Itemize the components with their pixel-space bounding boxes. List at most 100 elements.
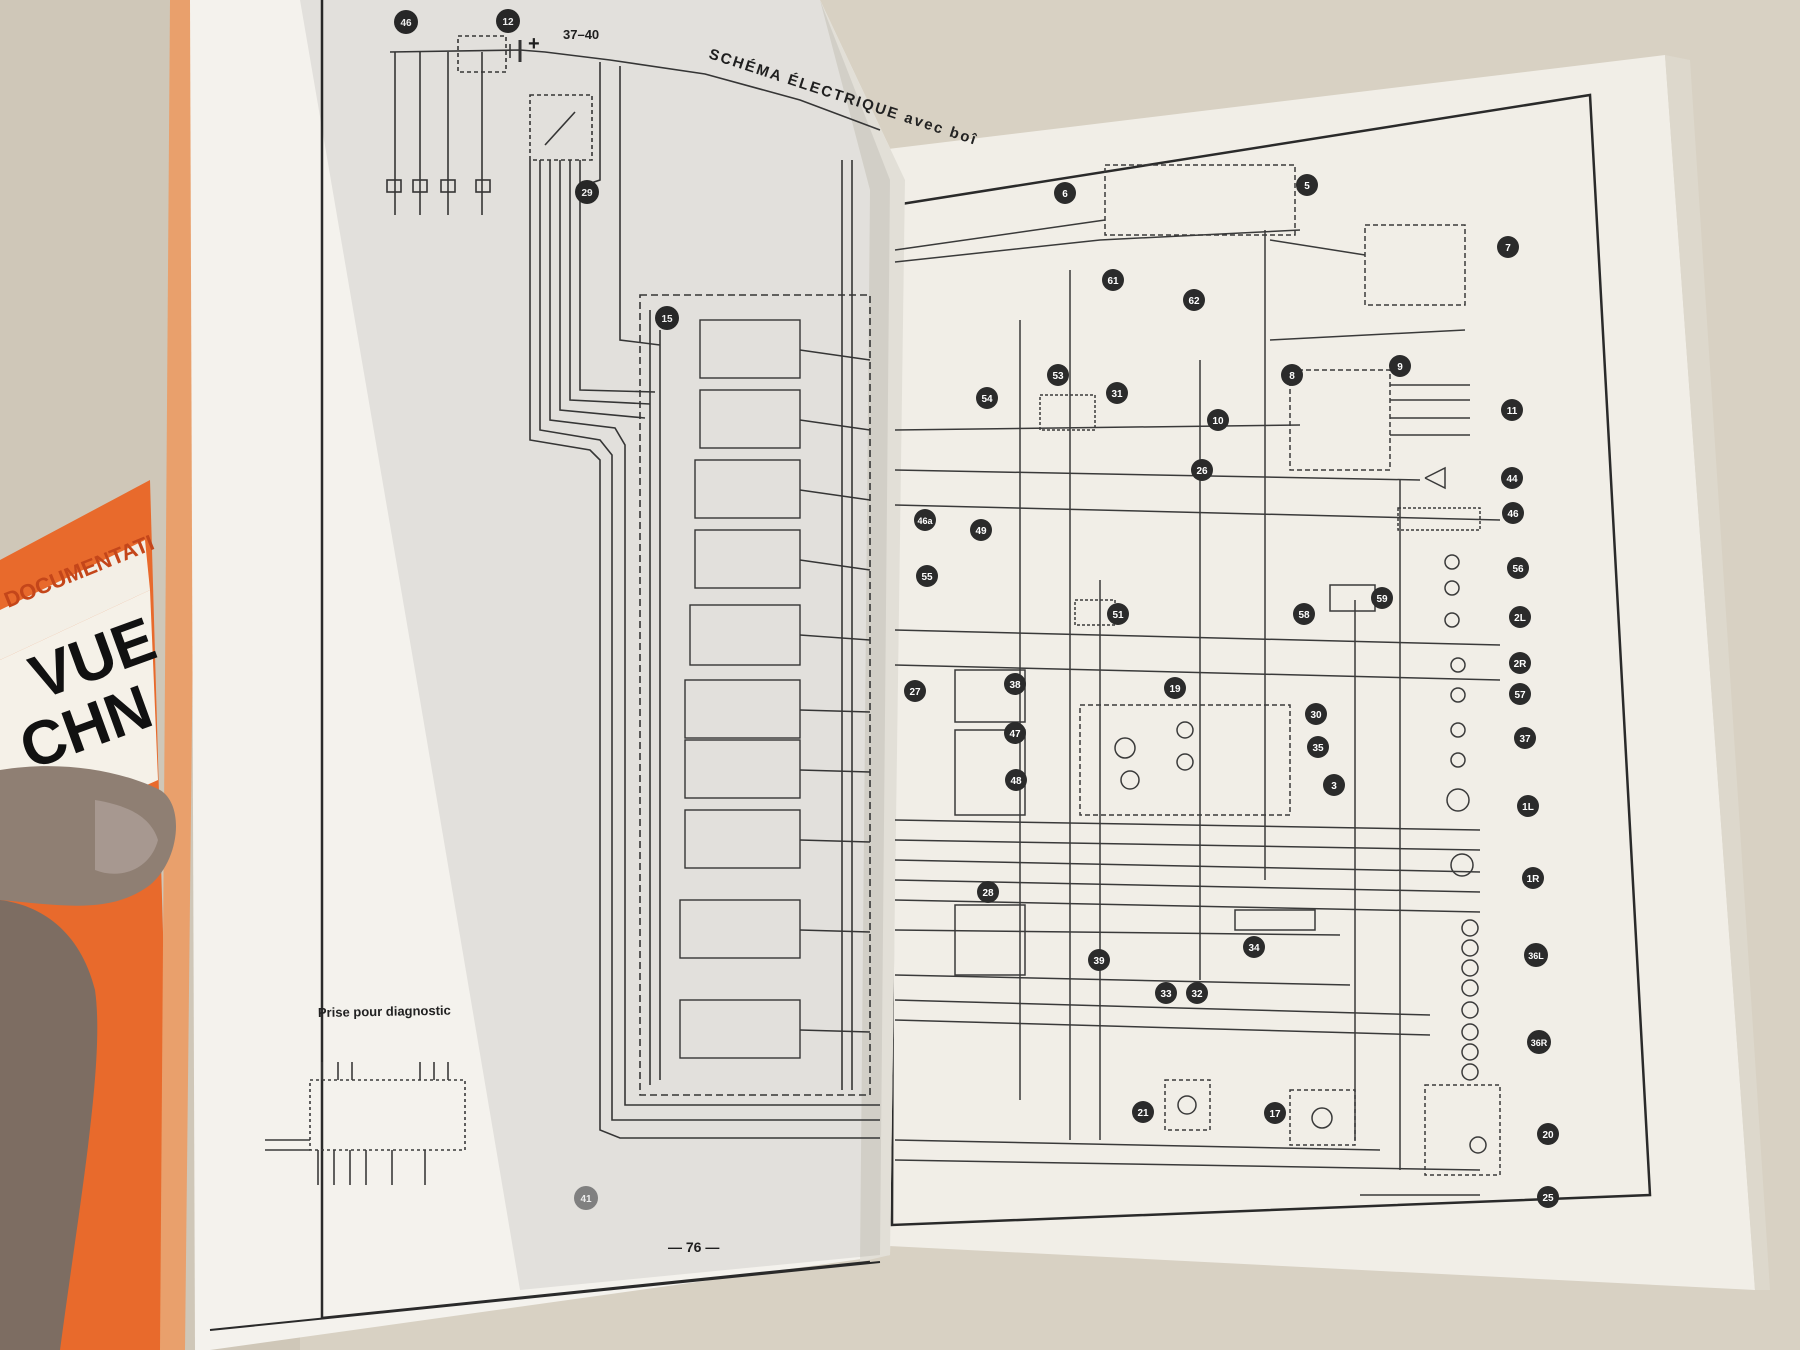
callout-label: 39 bbox=[1093, 956, 1105, 967]
callout-badge: 30 bbox=[1305, 703, 1327, 725]
battery-plus-sign: + bbox=[528, 33, 540, 55]
callout-label: 26 bbox=[1196, 466, 1208, 477]
callout-label: 2L bbox=[1514, 613, 1526, 624]
callout-badge: 47 bbox=[1004, 722, 1026, 744]
callout-label: 58 bbox=[1298, 610, 1310, 621]
callout-badge: 32 bbox=[1186, 982, 1208, 1004]
callout-badge: 36R bbox=[1527, 1030, 1551, 1054]
callout-badge: 61 bbox=[1102, 269, 1124, 291]
left-page bbox=[190, 0, 905, 1350]
callout-badge: 44 bbox=[1501, 467, 1523, 489]
callout-label: 46a bbox=[917, 516, 933, 526]
callout-label: 34 bbox=[1248, 943, 1260, 954]
book-cover-edge bbox=[160, 0, 200, 1350]
callout-badge: 55 bbox=[916, 565, 938, 587]
callout-label: 12 bbox=[502, 17, 514, 28]
callout-badge: 48 bbox=[1005, 769, 1027, 791]
callout-label: 19 bbox=[1169, 684, 1181, 695]
callout-badge: 12 bbox=[496, 9, 520, 33]
callout-label: 28 bbox=[982, 888, 994, 899]
callout-badge: 38 bbox=[1004, 673, 1026, 695]
callout-label: 38 bbox=[1009, 680, 1021, 691]
right-page bbox=[870, 55, 1770, 1290]
callout-badge: 54 bbox=[976, 387, 998, 409]
callout-label: 44 bbox=[1506, 474, 1518, 485]
callout-label: 57 bbox=[1514, 690, 1526, 701]
callout-badge: 28 bbox=[977, 881, 999, 903]
callout-label: 9 bbox=[1397, 362, 1403, 373]
callout-label: 36R bbox=[1531, 1038, 1548, 1048]
callout-badge: 46 bbox=[1502, 502, 1524, 524]
page-shadow bbox=[300, 0, 890, 1290]
diagnostic-label: Prise pour diagnostic bbox=[318, 1003, 451, 1020]
callout-badge: 56 bbox=[1507, 557, 1529, 579]
callout-label: 32 bbox=[1191, 989, 1203, 1000]
callout-badge: 26 bbox=[1191, 459, 1213, 481]
callout-badge: 2R bbox=[1509, 652, 1531, 674]
callout-badge: 29 bbox=[575, 180, 599, 204]
callout-label: 31 bbox=[1111, 389, 1123, 400]
callout-label: 5 bbox=[1304, 181, 1310, 192]
callout-badge: 36L bbox=[1524, 943, 1548, 967]
callout-label: 17 bbox=[1269, 1109, 1281, 1120]
callout-badge: 31 bbox=[1106, 382, 1128, 404]
callout-label: 49 bbox=[975, 526, 987, 537]
callout-badge: 41 bbox=[574, 1186, 598, 1210]
callout-label: 25 bbox=[1542, 1193, 1554, 1204]
callout-label: 48 bbox=[1010, 776, 1022, 787]
callout-label: 1L bbox=[1522, 802, 1534, 813]
callout-badge: 62 bbox=[1183, 289, 1205, 311]
right-schematic-wiring bbox=[894, 164, 1501, 1196]
callout-label: 47 bbox=[1009, 729, 1021, 740]
callout-badge: 46a bbox=[914, 509, 936, 531]
hand-thumb bbox=[0, 766, 177, 1350]
page-number: — 76 — bbox=[668, 1239, 719, 1255]
callout-label: 27 bbox=[909, 687, 921, 698]
callout-badge: 1R bbox=[1522, 867, 1544, 889]
left-relay-boxes bbox=[679, 319, 871, 1059]
callout-label: 62 bbox=[1188, 296, 1200, 307]
callout-badge: 51 bbox=[1107, 603, 1129, 625]
callout-badge: 15 bbox=[655, 306, 679, 330]
callout-badge: 8 bbox=[1281, 364, 1303, 386]
callout-badge: 34 bbox=[1243, 936, 1265, 958]
callout-badge: 20 bbox=[1537, 1123, 1559, 1145]
callout-badge: 59 bbox=[1371, 587, 1393, 609]
callout-label: 55 bbox=[921, 572, 933, 583]
callout-label: 7 bbox=[1505, 243, 1511, 254]
callout-badge: 33 bbox=[1155, 982, 1177, 1004]
callout-label: 20 bbox=[1542, 1130, 1554, 1141]
callout-badge: 27 bbox=[904, 680, 926, 702]
callout-label: 36L bbox=[1528, 951, 1544, 961]
callout-label: 41 bbox=[580, 1194, 592, 1205]
header-ref-text: 37–40 bbox=[563, 27, 599, 42]
callout-badge: 57 bbox=[1509, 683, 1531, 705]
callout-label: 46 bbox=[1507, 509, 1519, 520]
callout-badge: 37 bbox=[1514, 727, 1536, 749]
callout-badge: 53 bbox=[1047, 364, 1069, 386]
callout-badge: 39 bbox=[1088, 949, 1110, 971]
callout-badge: 1L bbox=[1517, 795, 1539, 817]
callout-badge: 10 bbox=[1207, 409, 1229, 431]
callout-badge: 2L bbox=[1509, 606, 1531, 628]
callout-label: 59 bbox=[1376, 594, 1388, 605]
callout-badge: 9 bbox=[1389, 355, 1411, 377]
callout-label: 37 bbox=[1519, 734, 1531, 745]
callout-badge: 25 bbox=[1537, 1186, 1559, 1208]
callout-label: 61 bbox=[1107, 276, 1119, 287]
callout-label: 8 bbox=[1289, 371, 1295, 382]
callouts-left: 46 12 29 15 41 bbox=[394, 9, 679, 1210]
callout-badge: 58 bbox=[1293, 603, 1315, 625]
callout-label: 53 bbox=[1052, 371, 1064, 382]
left-schematic-wiring bbox=[265, 35, 881, 1185]
callout-label: 29 bbox=[581, 188, 593, 199]
callout-badge: 11 bbox=[1501, 399, 1523, 421]
callout-label: 3 bbox=[1331, 781, 1337, 792]
callout-badge: 19 bbox=[1164, 677, 1186, 699]
callout-badge: 35 bbox=[1307, 736, 1329, 758]
callouts-right: 6 5 7 61 62 8 9 11 53 54 31 10 26 44 46 … bbox=[904, 174, 1559, 1208]
callout-badge: 3 bbox=[1323, 774, 1345, 796]
callout-label: 2R bbox=[1514, 659, 1528, 670]
callout-label: 30 bbox=[1310, 710, 1322, 721]
